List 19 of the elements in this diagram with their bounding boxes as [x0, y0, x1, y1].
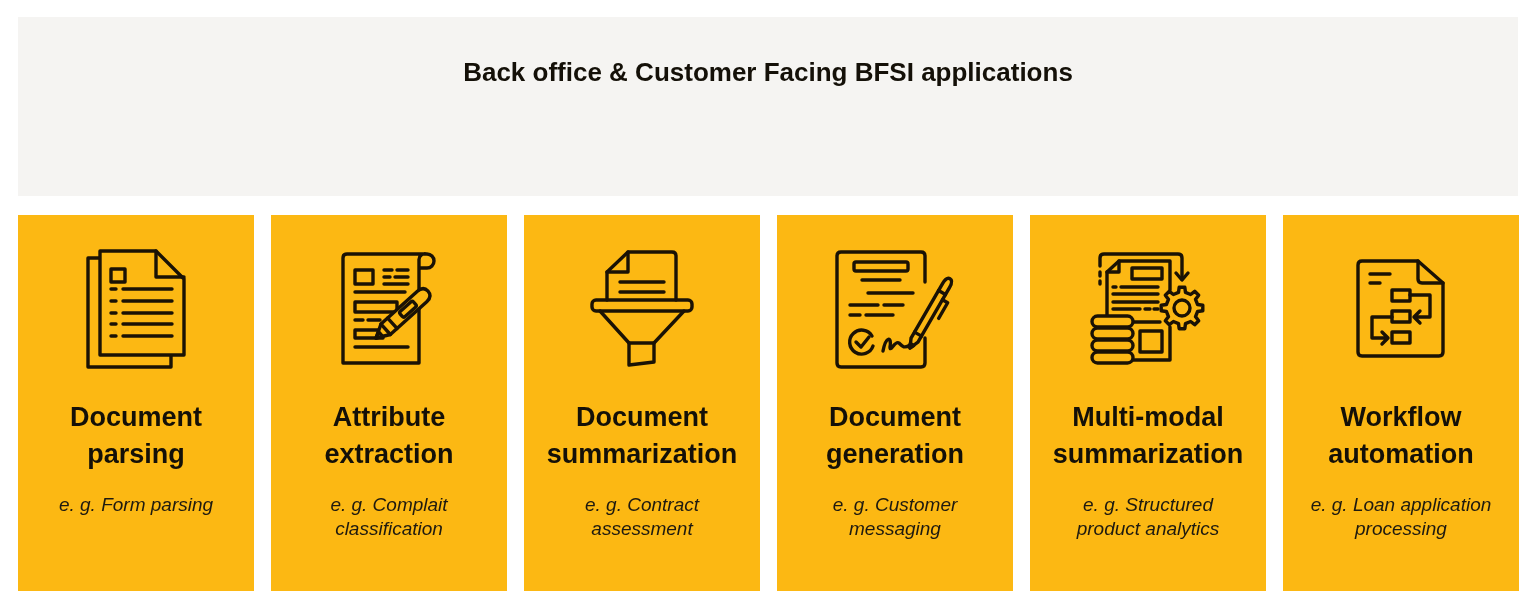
card-heading: Workflow automation — [1327, 401, 1475, 471]
category-card — [777, 215, 1013, 591]
card-heading: Document generation — [825, 401, 965, 471]
card-heading: Document summarization — [545, 401, 739, 471]
card-subtitle: e. g. Structured product analytics — [1075, 493, 1221, 541]
category-card — [271, 215, 507, 591]
card-subtitle: e. g. Customer messaging — [831, 493, 959, 541]
card-subtitle: e. g. Loan application processing — [1309, 493, 1493, 541]
category-card — [18, 215, 254, 591]
category-card — [1283, 215, 1519, 591]
card-subtitle: e. g. Complait classification — [329, 493, 449, 541]
card-heading: Multi-modal summarization — [1051, 401, 1245, 471]
band-title: Back office & Customer Facing BFSI applications — [463, 57, 1073, 87]
category-card — [1030, 215, 1266, 591]
card-heading: Attribute extraction — [323, 401, 455, 471]
category-card — [524, 215, 760, 591]
card-subtitle: e. g. Contract assessment — [583, 493, 701, 541]
card-subtitle: e. g. Form parsing — [58, 493, 214, 517]
card-heading: Document parsing — [69, 401, 203, 471]
